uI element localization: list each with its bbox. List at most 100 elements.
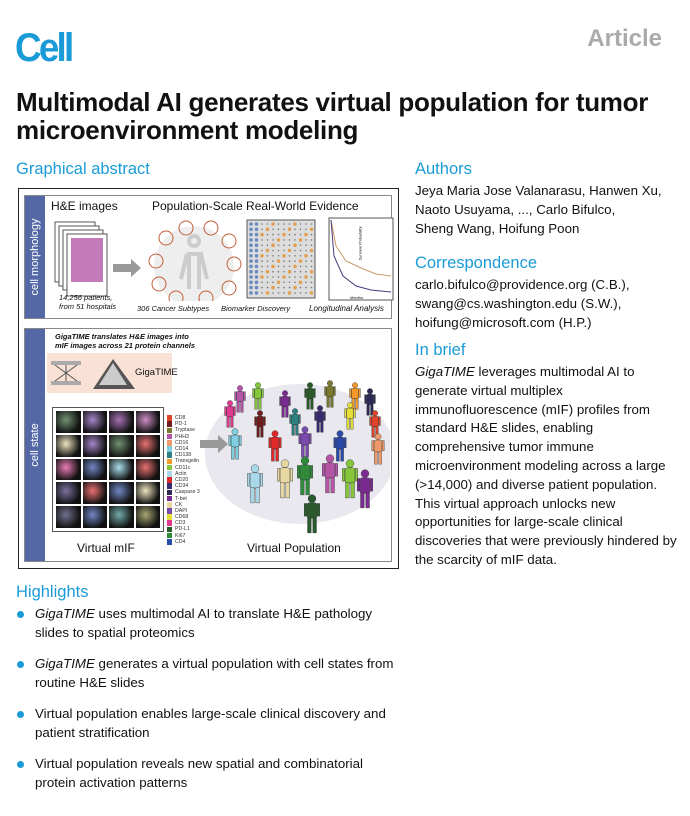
neural-network-icon (51, 359, 135, 389)
biomarker-label: Biomarker Discovery (221, 304, 291, 313)
legend-item: CD138 (167, 452, 200, 458)
highlight-item: Virtual population reveals new spatial a… (16, 755, 406, 792)
legend-item: Transgelin (167, 458, 200, 464)
mif-tile (82, 506, 107, 528)
person-figure (304, 494, 320, 534)
legend-swatch (167, 427, 172, 434)
legend-swatch (167, 464, 172, 471)
legend-item: T-bet (167, 495, 200, 502)
legend-label: CD4 (175, 538, 186, 545)
correspondence-heading: Correspondence (415, 254, 537, 272)
he-images-title: H&E images (51, 199, 118, 213)
mif-tile (82, 411, 107, 433)
mif-tile (135, 506, 160, 528)
legend-label: CD11c (175, 464, 191, 471)
legend-swatch (167, 458, 172, 465)
legend-label: CD3 (175, 520, 186, 527)
legend-swatch (167, 501, 172, 508)
person-figure (254, 410, 266, 438)
in-brief-body: leverages multimodal AI to generate virt… (415, 364, 677, 567)
hospitals-count: from 51 hospitals (59, 302, 117, 311)
person-figure (234, 385, 246, 413)
email-link[interactable]: swang@cs.washington.edu (S.W.), (415, 295, 622, 311)
legend-item: PD-1 (167, 421, 200, 427)
virtual-mif-label: Virtual mIF (77, 541, 135, 555)
legend-swatch (167, 539, 172, 545)
legend-swatch (167, 495, 172, 502)
legend-label: Actin (175, 470, 187, 477)
email-link[interactable]: hoifung@microsoft.com (H.P.) (415, 314, 592, 330)
legend-item: Tryptase (167, 427, 200, 433)
authors-line: Jeya Maria Jose Valanarasu, Hanwen Xu, (415, 183, 662, 198)
in-brief-lead: GigaTIME (415, 364, 475, 379)
authors-line: Naoto Usuyama, ..., Carlo Bifulco, (415, 201, 616, 217)
legend-item: CD68 (167, 514, 200, 520)
in-brief-text: GigaTIME leverages multimodal AI to gene… (415, 363, 677, 570)
legend-swatch (167, 526, 172, 533)
highlights-list: GigaTIME uses multimodal AI to translate… (16, 605, 406, 805)
person-figure (333, 430, 347, 462)
mif-tile (56, 482, 81, 505)
article-type-label: Article (587, 25, 662, 52)
legend-item: CD34 (167, 483, 200, 489)
person-figure (247, 464, 263, 504)
article-title: Multimodal AI generates virtual populati… (16, 87, 649, 145)
legend-swatch (167, 514, 172, 520)
cell-morphology-panel: cell morphology H&E images Population-Sc… (24, 195, 394, 319)
person-figure (277, 459, 293, 499)
highlight-item: GigaTIME generates a virtual population … (16, 655, 406, 692)
legend-label: DAPI (175, 507, 188, 514)
legend-swatch (167, 483, 172, 489)
legend-item: PD-L1 (167, 526, 200, 532)
legend-swatch (167, 446, 172, 452)
highlight-lead: GigaTIME (35, 606, 95, 621)
legend-label: CK (175, 501, 183, 508)
person-figure (224, 400, 236, 428)
virtual-mif-grid (52, 407, 164, 532)
cell-morphology-strip: cell morphology (25, 196, 45, 318)
mif-tile (82, 482, 107, 505)
legend-item: CK (167, 502, 200, 508)
journal-logo: Cell (15, 26, 74, 70)
slide-stack-icon (54, 221, 108, 297)
legend-label: Ki67 (175, 532, 186, 539)
legend-item: Actin (167, 471, 200, 477)
person-figure (314, 405, 326, 433)
legend-swatch (167, 415, 172, 421)
highlights-heading: Highlights (16, 583, 89, 601)
body-organs-icon (154, 226, 234, 301)
in-brief-section: In brief GigaTIME leverages multimodal A… (415, 341, 677, 570)
person-figure (324, 380, 336, 408)
mif-tile (82, 458, 107, 481)
legend-swatch (167, 477, 172, 483)
mif-tile (109, 458, 134, 481)
legend-swatch (167, 489, 172, 496)
person-figure (322, 454, 338, 494)
legend-swatch (167, 452, 172, 459)
legend-label: Caspase 3 (175, 489, 200, 496)
highlight-text: uses multimodal AI to translate H&E path… (35, 606, 373, 640)
mif-tile (56, 506, 81, 528)
legend-label: CD20 (175, 476, 189, 483)
authors-line: Sheng Wang, Hoifung Poon (415, 220, 580, 236)
survival-axis-label: Survival Probability (357, 226, 363, 261)
cancer-subtypes-label: 306 Cancer Subtypes (137, 304, 210, 313)
mif-tile (135, 411, 160, 433)
biomarker-matrix (246, 219, 316, 299)
legend-swatch (167, 440, 172, 446)
person-figure (349, 382, 361, 410)
legend-swatch (167, 508, 172, 514)
caption-line-1: GigaTIME translates H&E images into (55, 332, 189, 341)
person-figure (268, 430, 282, 462)
mif-tile (56, 458, 81, 481)
person-figure (304, 382, 316, 410)
legend-label: PD-1 (175, 421, 187, 428)
person-figure (228, 428, 242, 460)
email-link[interactable]: carlo.bifulco@providence.org (C.B.), (415, 277, 630, 292)
patients-count: 14,256 patients, (59, 293, 113, 302)
survival-plot (328, 217, 394, 301)
legend-label: Transgelin (175, 458, 200, 465)
legend-label: T-bet (175, 495, 187, 502)
legend-swatch (167, 433, 172, 440)
